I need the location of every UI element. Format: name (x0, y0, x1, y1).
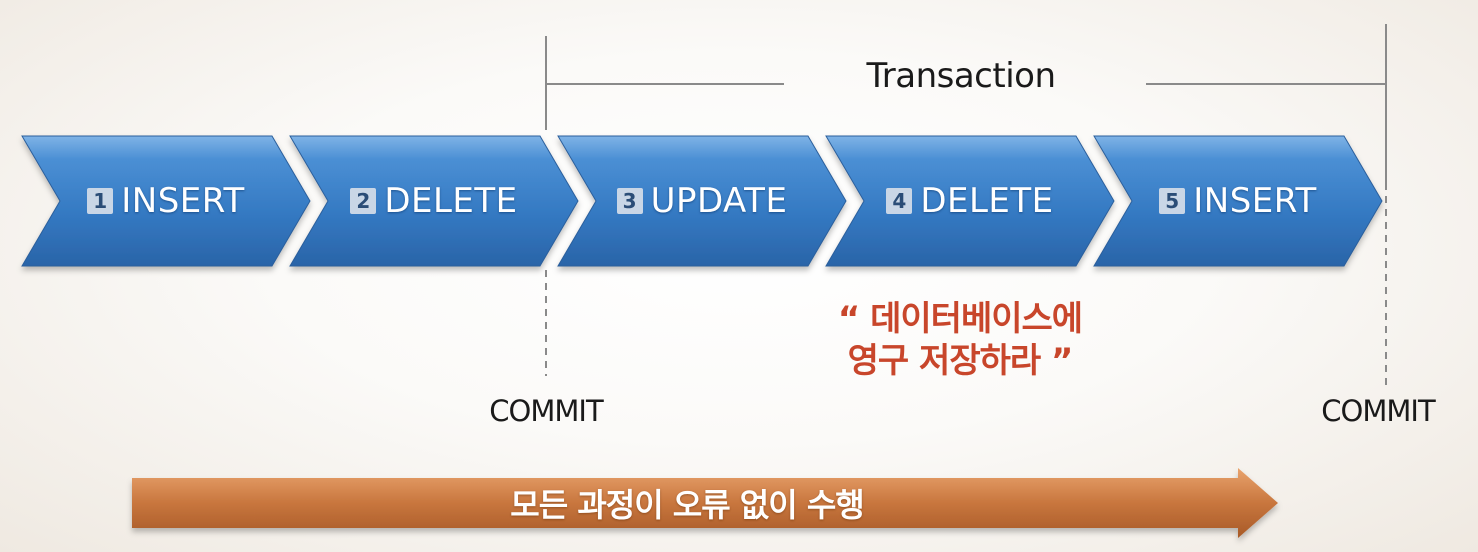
step-number-badge: 5 (1159, 188, 1186, 214)
transaction-label: Transaction (866, 56, 1056, 96)
step-number-badge: 1 (87, 188, 114, 214)
step-label-4: 4 DELETE (864, 176, 1076, 226)
chevron-step-3 (557, 135, 847, 267)
persist-note: “ 데이터베이스에 영구 저장하라 ” (830, 298, 1090, 382)
step-operation: INSERT (1193, 181, 1317, 221)
progress-arrow (132, 468, 1278, 538)
step-operation: UPDATE (650, 181, 788, 221)
progress-arrow-label: 모든 과정이 오류 없이 수행 (510, 486, 864, 524)
chevron-step-2 (289, 135, 579, 267)
step-operation: INSERT (121, 181, 245, 221)
step-operation: DELETE (920, 181, 1054, 221)
step-label-5: 5 INSERT (1132, 176, 1344, 226)
chevron-step-5 (1093, 135, 1383, 267)
persist-note-line1: “ 데이터베이스에 (837, 299, 1083, 339)
step-label-2: 2 DELETE (328, 176, 540, 226)
commit-label-2: COMMIT (1321, 394, 1435, 428)
chevron-step-1 (21, 135, 311, 267)
step-number-badge: 3 (616, 188, 643, 214)
transaction-bracket (545, 24, 1387, 190)
step-number-badge: 4 (886, 188, 913, 214)
commit-label-1: COMMIT (489, 394, 603, 428)
persist-note-line2: 영구 저장하라 ” (847, 341, 1074, 381)
step-operation: DELETE (384, 181, 518, 221)
step-label-1: 1 INSERT (60, 176, 272, 226)
step-number-badge: 2 (350, 188, 377, 214)
chevron-step-4 (825, 135, 1115, 267)
chevron-row (21, 135, 1383, 267)
step-label-3: 3 UPDATE (596, 176, 808, 226)
commit-markers (545, 196, 1387, 388)
